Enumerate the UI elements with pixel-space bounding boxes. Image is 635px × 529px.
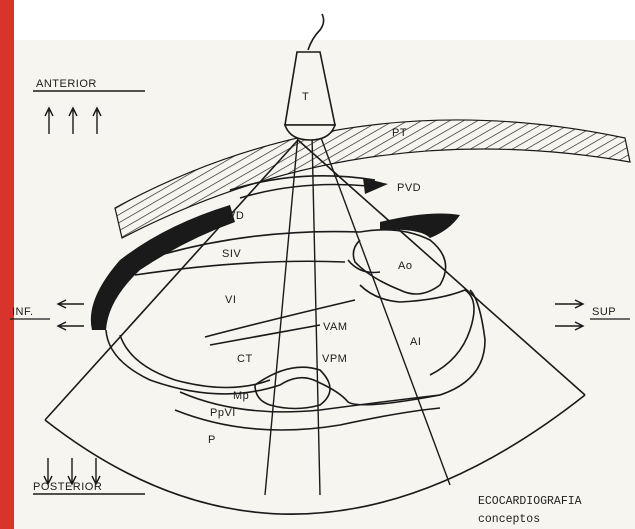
label-vd: VD: [228, 210, 244, 222]
lv-outer-wall: [106, 290, 485, 405]
label-vi: VI: [225, 294, 236, 306]
label-ai: AI: [410, 336, 421, 348]
papillary-muscle: [255, 367, 330, 408]
label-thoracic-wall: PT: [392, 127, 407, 139]
pericardium-dark-band: [91, 205, 235, 330]
beam-2: [312, 135, 320, 495]
label-pvd: PVD: [397, 182, 421, 194]
label-ao: Ao: [398, 260, 412, 272]
label-superior: SUP: [592, 306, 616, 318]
left-edge-strip: [0, 0, 14, 529]
label-posterior: POSTERIOR: [33, 481, 102, 493]
transducer-probe: [285, 52, 335, 125]
label-inferior: INF.: [12, 306, 34, 318]
beam-3: [320, 135, 450, 485]
septum-line-bottom: [135, 261, 345, 275]
right-dark-tip: [380, 214, 460, 238]
superior-arrows: [555, 300, 583, 330]
top-band: [0, 0, 635, 40]
mitral-chord: [210, 325, 320, 345]
pvd-wall-2: [240, 185, 368, 199]
label-mp: Mp: [233, 390, 249, 402]
left-atrium: [360, 285, 474, 375]
label-p: P: [208, 434, 216, 446]
caption-title: ECOCARDIOGRAFIA: [478, 495, 582, 508]
label-siv: SIV: [222, 248, 241, 260]
label-vpm: VPM: [322, 353, 347, 365]
label-vam: VAM: [323, 321, 348, 333]
label-transducer: T: [302, 91, 309, 103]
label-ct: CT: [237, 353, 253, 365]
label-anterior: ANTERIOR: [36, 78, 97, 90]
inferior-arrows: [58, 300, 84, 330]
anterior-arrows: [45, 108, 101, 134]
ultrasound-sector: [45, 140, 585, 514]
aortic-valve: [348, 260, 380, 273]
pvd-arrowhead: [363, 178, 388, 194]
label-ppvi: PpVI: [210, 407, 236, 419]
caption-subtitle: conceptos: [478, 513, 540, 526]
